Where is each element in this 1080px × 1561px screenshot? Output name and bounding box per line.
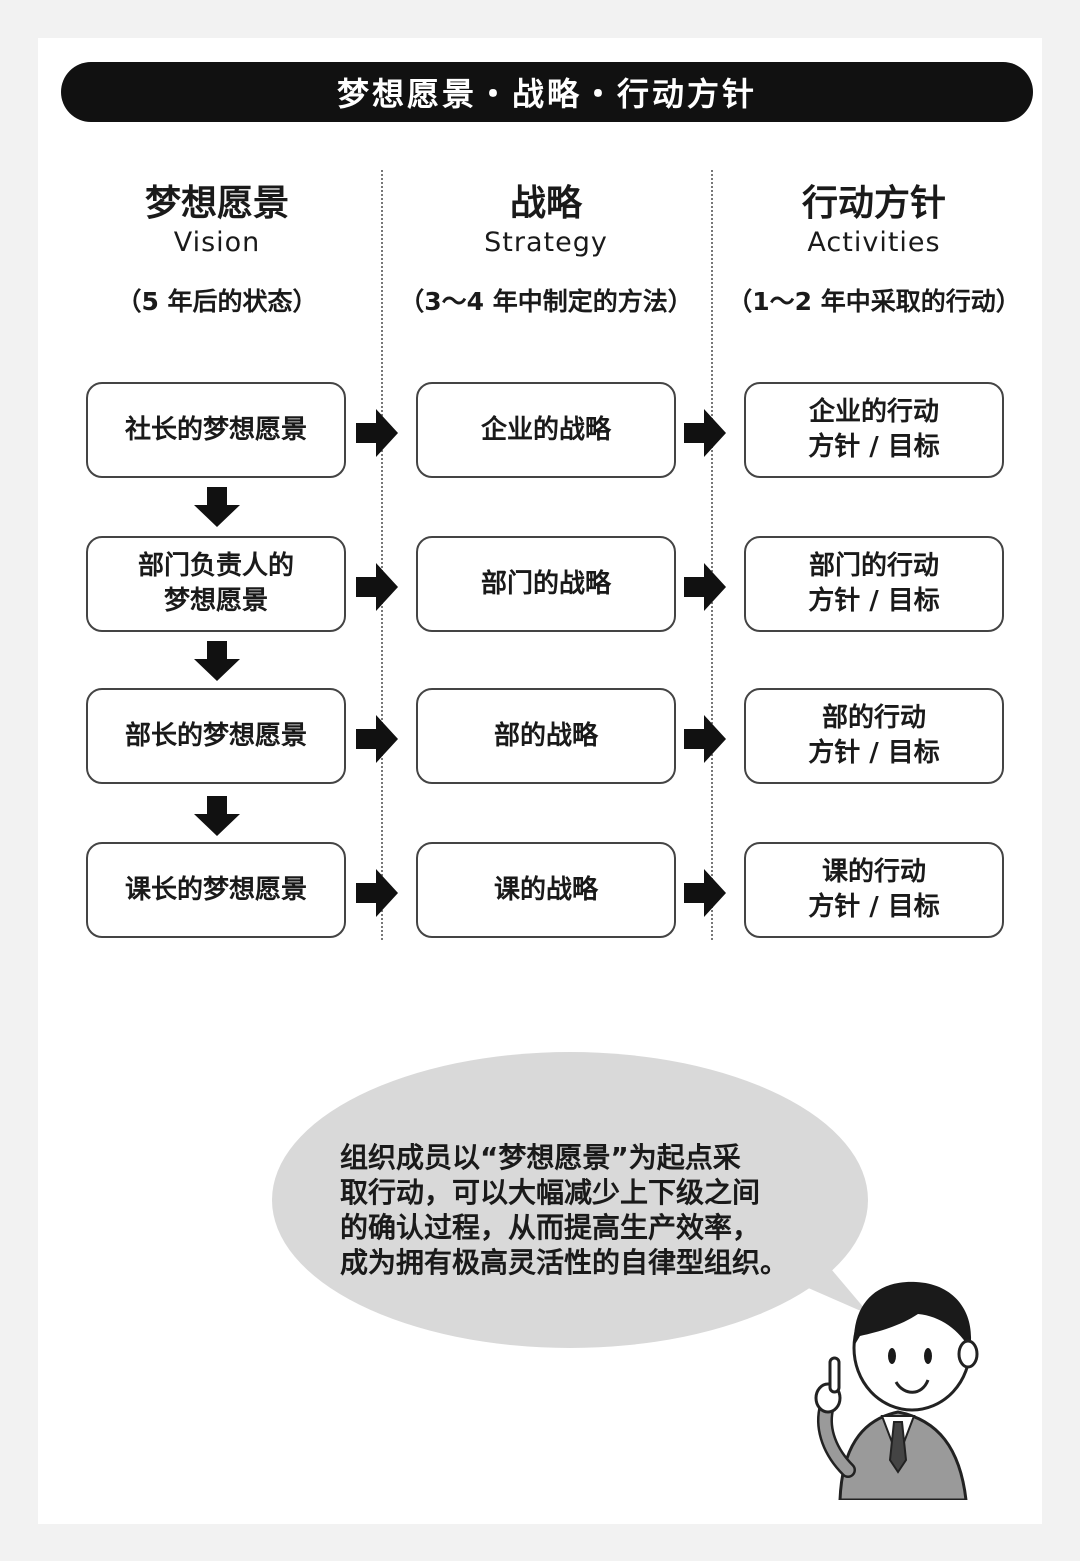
column-note: （5 年后的状态） [116,287,318,316]
column-header-strategy: 战略 Strategy （3～4 年中制定的方法） [381,183,711,317]
right-arrow-icon [684,563,726,611]
column-divider [381,170,383,940]
column-divider [711,170,713,940]
down-arrow-icon [194,796,240,836]
vision-box: 课长的梦想愿景 [86,842,346,938]
down-arrow-icon [194,487,240,527]
right-arrow-icon [356,715,398,763]
right-arrow-icon [684,869,726,917]
right-arrow-icon [684,409,726,457]
column-header-activities: 行动方针 Activities （1～2 年中采取的行动） [709,183,1039,317]
activities-box: 部门的行动 方针 / 目标 [744,536,1004,632]
activities-box: 企业的行动 方针 / 目标 [744,382,1004,478]
column-note: （3～4 年中制定的方法） [399,287,693,316]
businessman-pointing-illustration [800,1270,990,1502]
right-arrow-icon [684,715,726,763]
column-title-en: Vision [173,227,261,258]
right-arrow-icon [356,869,398,917]
strategy-box: 部门的战略 [416,536,676,632]
activities-box: 课的行动 方针 / 目标 [744,842,1004,938]
right-arrow-icon [356,409,398,457]
page-title: 梦想愿景・战略・行动方针 [61,62,1033,122]
vision-box: 部门负责人的 梦想愿景 [86,536,346,632]
column-title-en: Activities [807,227,941,258]
column-title-zh: 行动方针 [801,183,946,224]
strategy-box: 企业的战略 [416,382,676,478]
vision-box: 部长的梦想愿景 [86,688,346,784]
down-arrow-icon [194,641,240,681]
vision-box: 社长的梦想愿景 [86,382,346,478]
speech-bubble-text: 组织成员以“梦想愿景”为起点采 取行动，可以大幅减少上下级之间 的确认过程，从而… [340,1141,789,1279]
column-title-en: Strategy [484,227,608,258]
speech-bubble [270,1050,870,1360]
strategy-box: 部的战略 [416,688,676,784]
column-note: （1～2 年中采取的行动） [727,287,1021,316]
column-header-vision: 梦想愿景 Vision （5 年后的状态） [52,183,382,317]
activities-box: 部的行动 方针 / 目标 [744,688,1004,784]
column-title-zh: 战略 [509,183,582,224]
right-arrow-icon [356,563,398,611]
strategy-box: 课的战略 [416,842,676,938]
column-title-zh: 梦想愿景 [144,183,289,224]
